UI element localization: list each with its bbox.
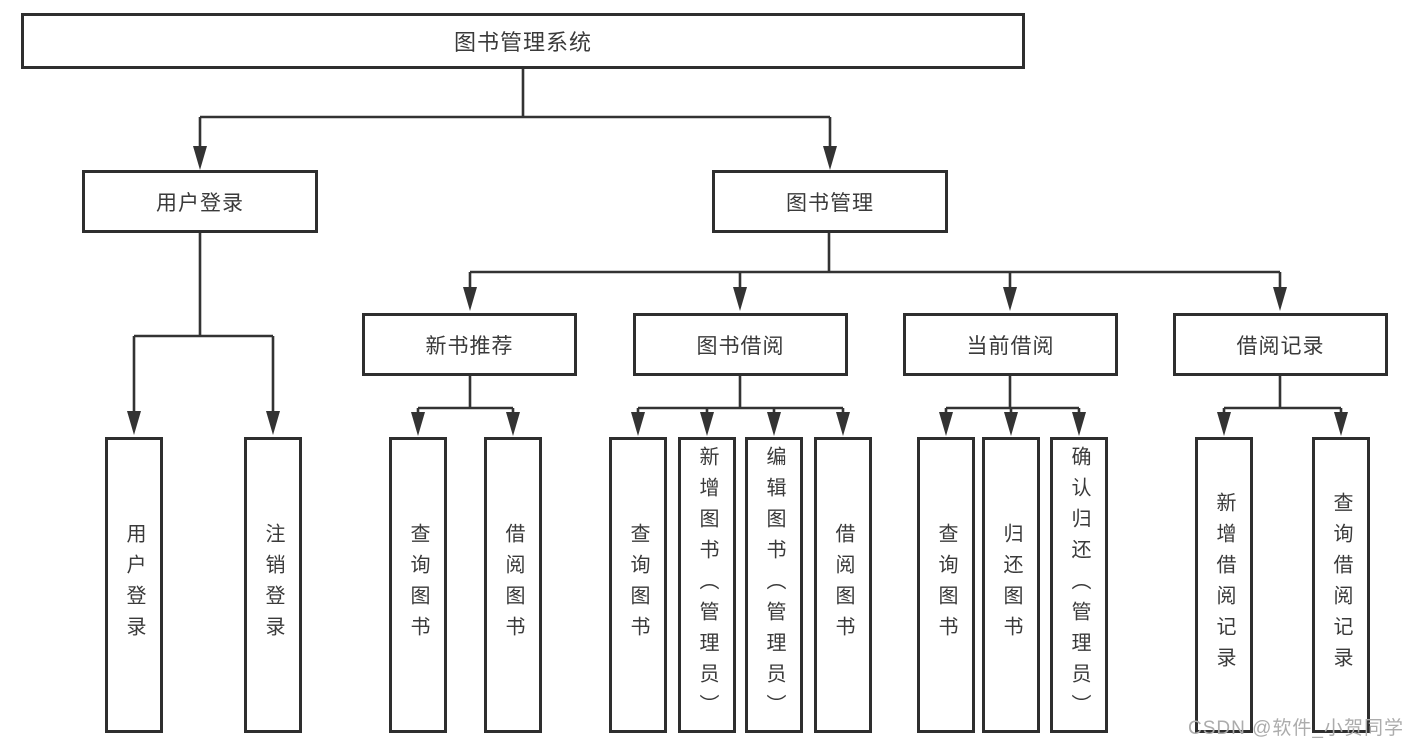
leaf-logout-login: 注销登录 (244, 437, 302, 733)
leaf-confirm-return-admin: 确认归还（管理员） (1050, 437, 1108, 733)
leaf-query-books-borrow: 查询图书 (609, 437, 667, 733)
leaf-label: 借阅图书 (502, 523, 524, 647)
leaf-label: 新增借阅记录 (1213, 492, 1235, 678)
watermark-text: CSDN @软件_小贺同学 (1188, 718, 1404, 739)
leaf-query-books-recommend: 查询图书 (389, 437, 447, 733)
leaf-query-books-current: 查询图书 (917, 437, 975, 733)
leaf-query-borrow-record: 查询借阅记录 (1312, 437, 1370, 733)
leaf-add-borrow-record: 新增借阅记录 (1195, 437, 1253, 733)
leaf-label: 查询图书 (935, 523, 957, 647)
leaf-label: 注销登录 (262, 523, 284, 647)
leaf-add-books-admin: 新增图书（管理员） (678, 437, 736, 733)
node-book-borrowing: 图书借阅 (633, 313, 848, 376)
node-label: 图书管理 (786, 191, 874, 215)
node-label: 当前借阅 (966, 334, 1055, 358)
leaf-label: 查询借阅记录 (1330, 492, 1352, 678)
node-current-borrowing: 当前借阅 (903, 313, 1118, 376)
leaf-label: 新增图书（管理员） (696, 445, 718, 725)
leaf-label: 确认归还（管理员） (1068, 445, 1090, 725)
node-label: 用户登录 (156, 191, 244, 215)
leaf-label: 借阅图书 (832, 523, 854, 647)
node-label: 图书借阅 (696, 334, 785, 358)
node-label: 借阅记录 (1236, 334, 1325, 358)
node-system-root: 图书管理系统 (21, 13, 1025, 69)
leaf-edit-books-admin: 编辑图书（管理员） (745, 437, 803, 733)
node-label: 新书推荐 (425, 334, 514, 358)
leaf-return-books: 归还图书 (982, 437, 1040, 733)
leaf-user-login: 用户登录 (105, 437, 163, 733)
leaf-label: 用户登录 (123, 523, 145, 647)
leaf-borrow-books: 借阅图书 (814, 437, 872, 733)
node-new-book-recommendation: 新书推荐 (362, 313, 577, 376)
node-borrowing-records: 借阅记录 (1173, 313, 1388, 376)
leaf-label: 编辑图书（管理员） (763, 445, 785, 725)
leaf-borrow-books-recommend: 借阅图书 (484, 437, 542, 733)
node-user-login: 用户登录 (82, 170, 318, 233)
node-book-management: 图书管理 (712, 170, 948, 233)
node-label: 图书管理系统 (453, 30, 592, 55)
leaf-label: 查询图书 (627, 523, 649, 647)
leaf-label: 查询图书 (407, 523, 429, 647)
leaf-label: 归还图书 (1000, 523, 1022, 647)
